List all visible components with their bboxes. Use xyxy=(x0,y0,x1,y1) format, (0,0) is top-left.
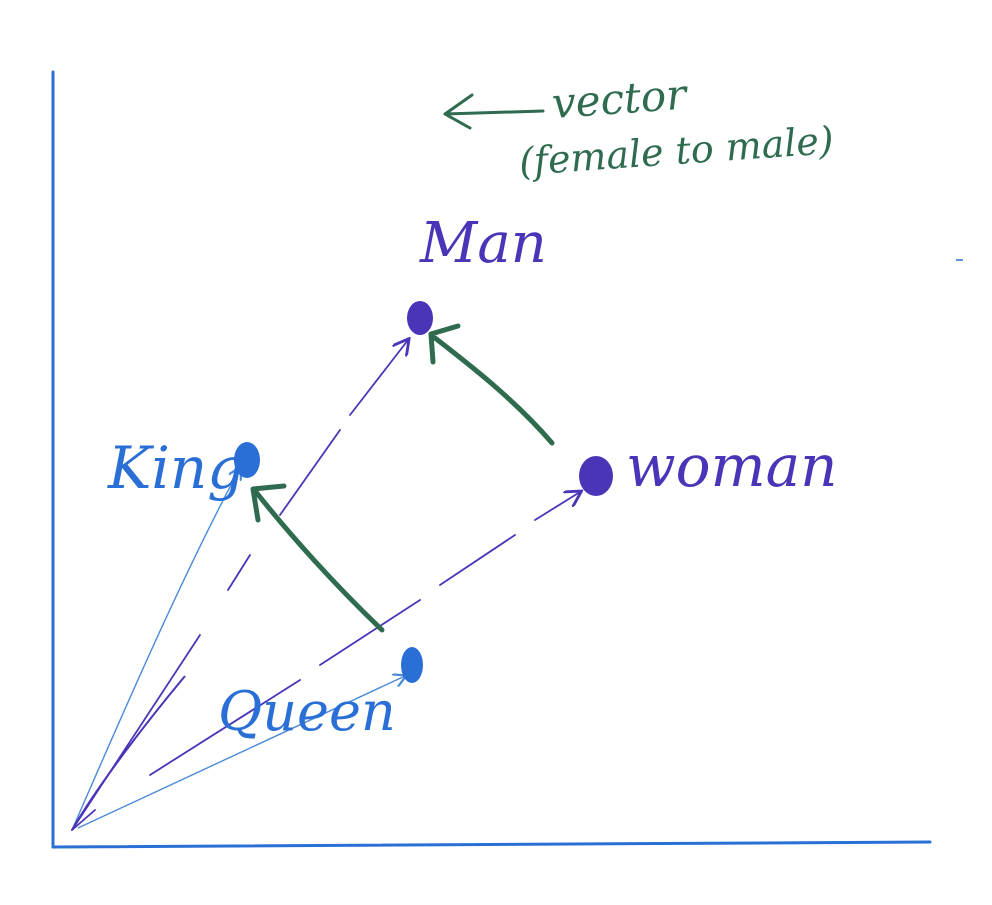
annotation-vector-sublabel: (female to male) xyxy=(518,118,835,184)
vector-origin-to-queen xyxy=(77,676,405,829)
point-king xyxy=(234,442,260,478)
annotation-arrow xyxy=(443,93,545,130)
label-king: King xyxy=(107,434,244,502)
vector-origin-to-woman xyxy=(71,492,580,831)
vector-origin-to-king-purple xyxy=(71,675,186,831)
label-woman: woman xyxy=(626,432,838,500)
point-queen xyxy=(401,647,423,683)
label-man: Man xyxy=(419,211,547,276)
x-axis xyxy=(51,840,932,849)
point-man xyxy=(407,301,433,335)
vector-origin-to-king xyxy=(71,468,240,831)
gender-arrow-woman-to-man xyxy=(428,323,555,446)
annotation-vector-label: vector xyxy=(550,70,690,128)
point-woman xyxy=(579,456,613,496)
gender-arrow-queen-to-king xyxy=(250,483,385,633)
label-queen: Queen xyxy=(218,680,396,743)
vector-origin-to-man xyxy=(71,340,408,831)
